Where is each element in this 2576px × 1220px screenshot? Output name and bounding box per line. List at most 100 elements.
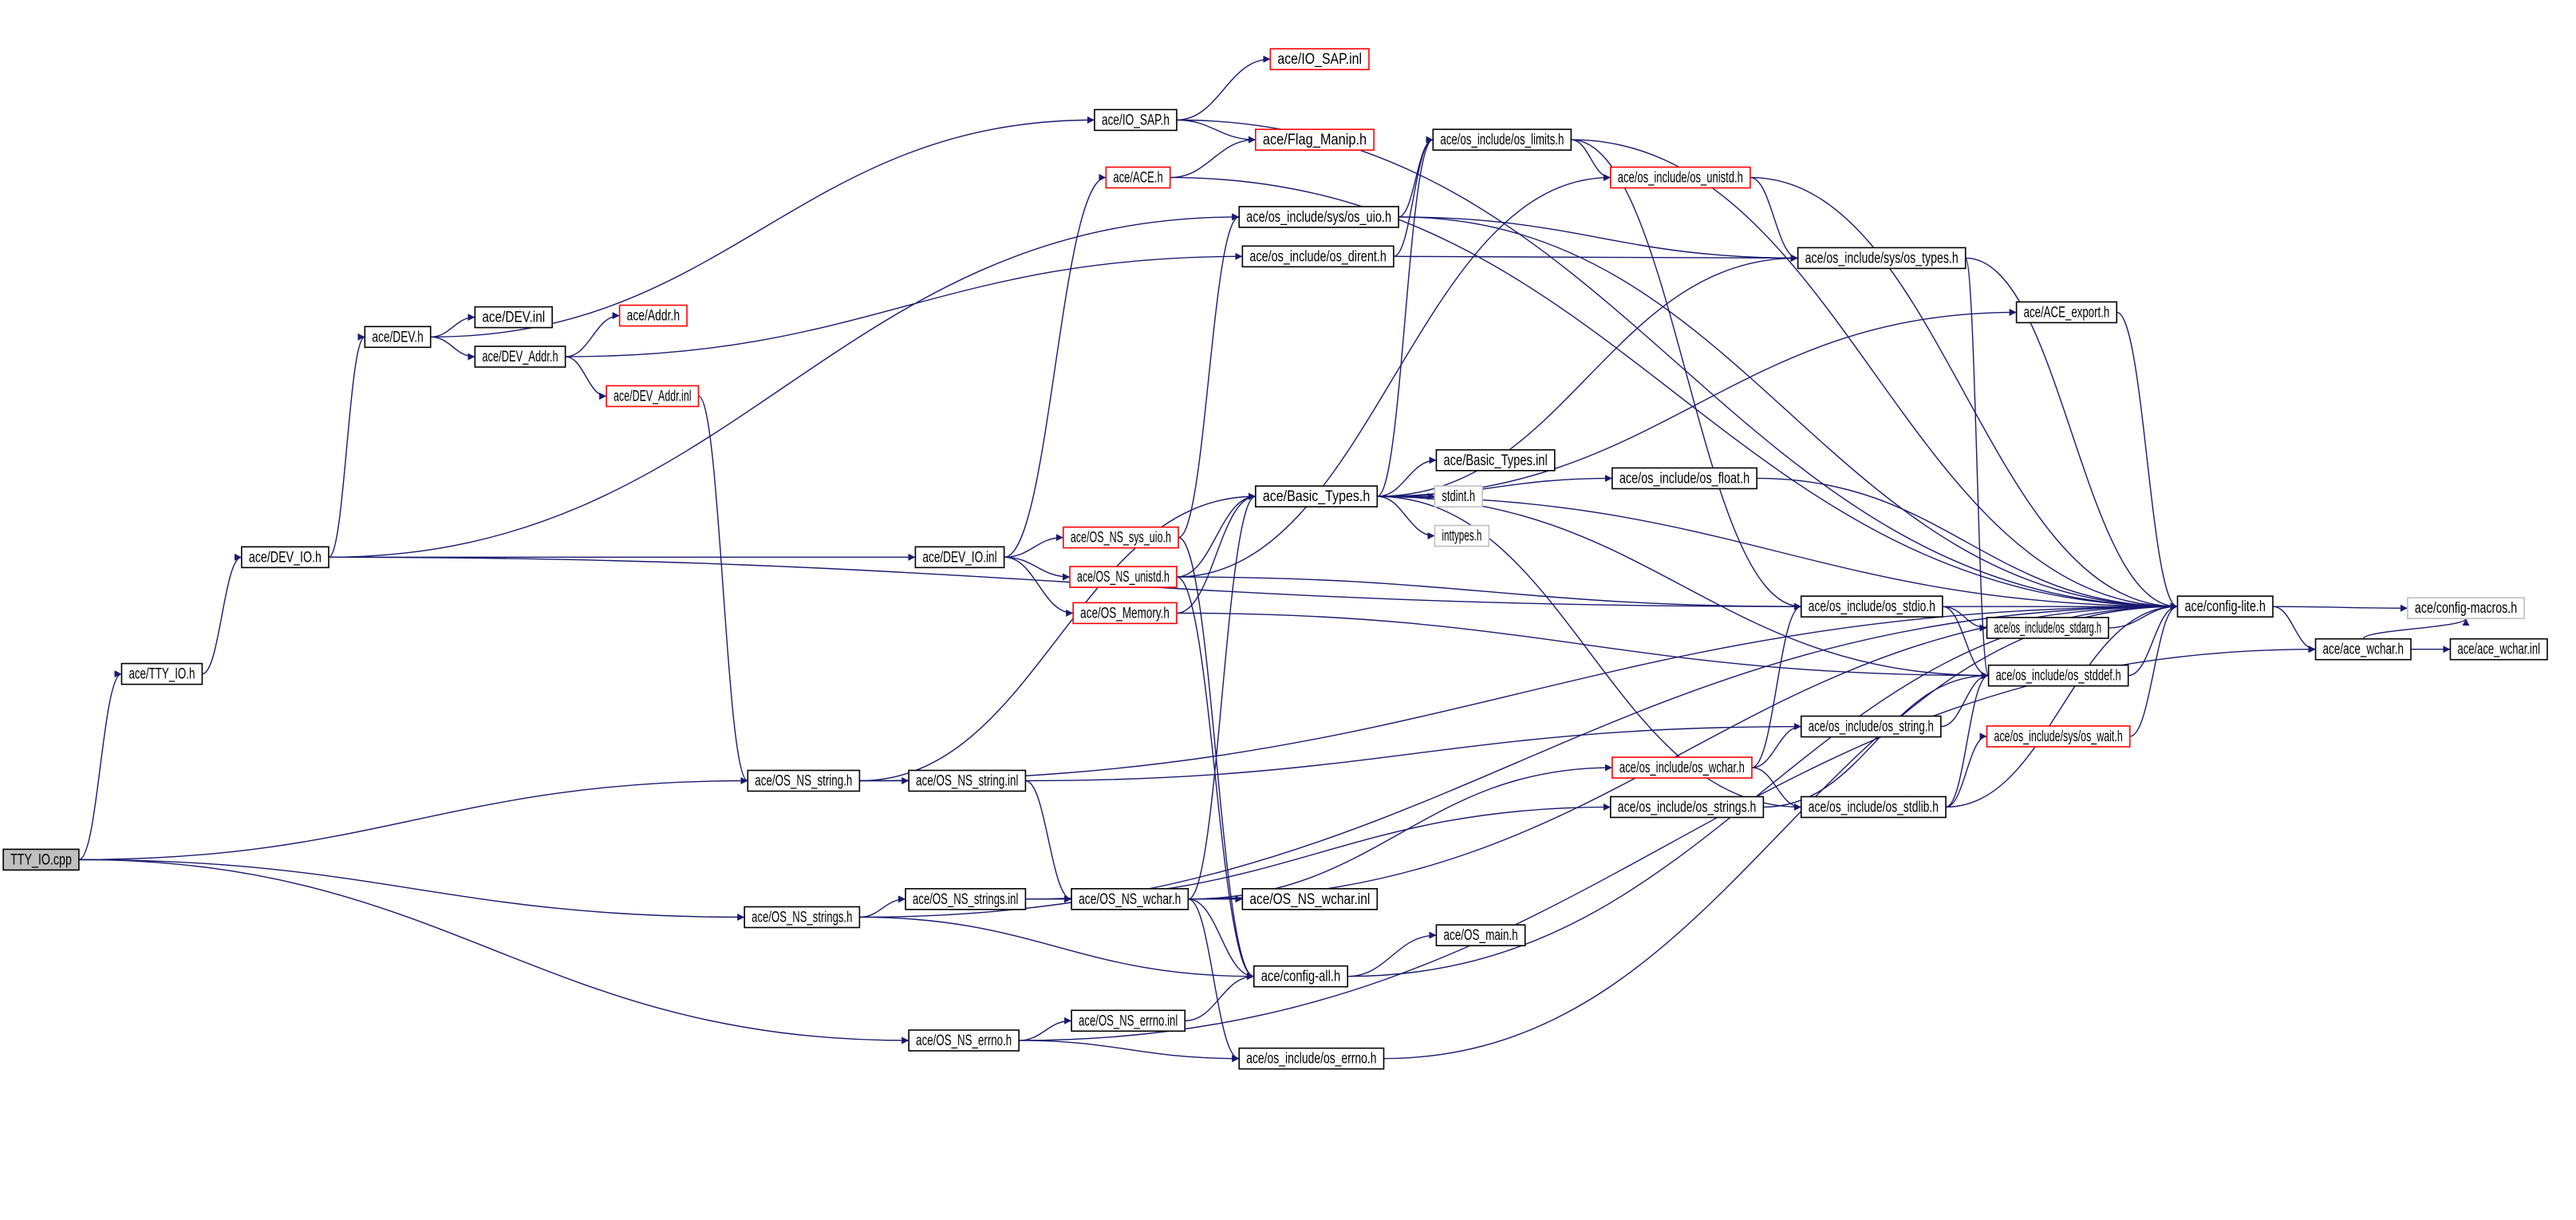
- include-edge: [1176, 612, 1989, 680]
- include-edge: [1965, 257, 2178, 610]
- include-edge: [1025, 780, 1072, 903]
- include-edge: [1176, 119, 1256, 144]
- node-box: [1610, 166, 1751, 189]
- graph-node-ace-dev-io-inl[interactable]: ace/DEV_IO.inl: [914, 546, 1005, 569]
- node-label: ace/Flag_Manip.h: [1263, 132, 1367, 148]
- graph-node-ace-config-macros-h[interactable]: ace/config-macros.h: [2407, 597, 2525, 620]
- node-box: [1241, 888, 1379, 910]
- graph-node-ace-os-include-os-wchar-h[interactable]: ace/os_include/os_wchar.h: [1611, 756, 1753, 779]
- node-label: ace/os_include/os_stddef.h: [1996, 668, 2121, 685]
- include-edge: [1377, 308, 2017, 497]
- include-edge: [1188, 898, 1254, 981]
- graph-node-stdint-h[interactable]: stdint.h: [1434, 485, 1483, 507]
- node-label: ace/IO_SAP.h: [1102, 112, 1170, 128]
- include-edge: [1393, 136, 1434, 258]
- include-edge: [1377, 496, 1801, 811]
- graph-node-ace-os-ns-unistd-h[interactable]: ace/OS_NS_unistd.h: [1069, 566, 1178, 588]
- node-box: [1800, 595, 1943, 618]
- graph-node-ace-os-memory-h[interactable]: ace/OS_Memory.h: [1072, 602, 1178, 625]
- graph-node-ace-os-main-h[interactable]: ace/OS_main.h: [1435, 924, 1526, 946]
- graph-node-ace-os-include-os-string-h[interactable]: ace/os_include/os_string.h: [1800, 715, 1942, 738]
- include-edge: [1751, 602, 1801, 768]
- include-edge: [78, 859, 909, 1044]
- node-label: ace/OS_NS_wchar.h: [1079, 891, 1181, 908]
- graph-node-ace-os-ns-string-h[interactable]: ace/OS_NS_string.h: [747, 769, 861, 792]
- graph-node-ace-os-ns-wchar-h[interactable]: ace/OS_NS_wchar.h: [1071, 888, 1189, 910]
- include-edge: [1178, 213, 1240, 539]
- node-box: [1094, 109, 1178, 132]
- node-box: [1063, 526, 1179, 549]
- graph-node-ace-dev-h[interactable]: ace/DEV.h: [364, 326, 432, 349]
- graph-node-ace-config-lite-h[interactable]: ace/config-lite.h: [2176, 595, 2274, 618]
- graph-node-ace-os-ns-string-inl[interactable]: ace/OS_NS_string.inl: [908, 769, 1027, 792]
- graph-node-ace-dev-addr-h[interactable]: ace/DEV_Addr.h: [474, 345, 566, 368]
- graph-node-ace-os-include-sys-os-wait-h[interactable]: ace/os_include/sys/os_wait.h: [1986, 725, 2131, 748]
- graph-node-ace-flag-manip-h[interactable]: ace/Flag_Manip.h: [1255, 128, 1375, 151]
- graph-node-ace-ace-wchar-inl[interactable]: ace/ace_wchar.inl: [2449, 638, 2548, 661]
- node-box: [1797, 247, 1967, 270]
- node-label: ace/os_include/os_float.h: [1619, 470, 1750, 487]
- graph-node-ace-os-include-sys-os-uio-h[interactable]: ace/os_include/sys/os_uio.h: [1238, 206, 1399, 228]
- graph-node-ace-dev-inl[interactable]: ace/DEV.inl: [474, 306, 553, 329]
- include-edge: [1750, 176, 1798, 262]
- graph-node-ace-os-include-os-dirent-h[interactable]: ace/os_include/os_dirent.h: [1241, 245, 1395, 268]
- node-box: [364, 326, 432, 349]
- graph-node-ace-os-include-os-stdarg-h[interactable]: ace/os_include/os_stdarg.h: [1986, 617, 2109, 639]
- include-edge: [859, 916, 1254, 981]
- graph-node-ace-os-ns-wchar-inl[interactable]: ace/OS_NS_wchar.inl: [1241, 888, 1379, 910]
- graph-node-ace-ace-export-h[interactable]: ace/ACE_export.h: [2015, 301, 2118, 324]
- graph-node-ace-basic-types-inl[interactable]: ace/Basic_Types.inl: [1435, 448, 1556, 472]
- graph-node-ace-os-ns-strings-inl[interactable]: ace/OS_NS_strings.inl: [905, 888, 1027, 910]
- graph-node-ace-os-include-os-stddef-h[interactable]: ace/os_include/os_stddef.h: [1987, 664, 2129, 687]
- graph-node-ace-os-include-sys-os-types-h[interactable]: ace/os_include/sys/os_types.h: [1797, 247, 1967, 270]
- include-edge: [1377, 254, 1798, 497]
- node-label: ace/OS_Memory.h: [1080, 605, 1170, 622]
- graph-node-ace-config-all-h[interactable]: ace/config-all.h: [1252, 965, 1349, 988]
- node-label: ace/ACE_export.h: [2024, 304, 2110, 321]
- graph-node-ace-os-ns-errno-h[interactable]: ace/OS_NS_errno.h: [908, 1029, 1020, 1052]
- graph-node-ace-io-sap-inl[interactable]: ace/IO_SAP.inl: [1269, 48, 1370, 70]
- graph-node-ace-os-include-os-stdio-h[interactable]: ace/os_include/os_stdio.h: [1800, 595, 1943, 618]
- graph-node-ace-os-include-os-limits-h[interactable]: ace/os_include/os_limits.h: [1432, 128, 1572, 151]
- node-box: [2314, 638, 2412, 661]
- graph-node-ace-io-sap-h[interactable]: ace/IO_SAP.h: [1094, 109, 1178, 132]
- graph-node-inttypes-h[interactable]: inttypes.h: [1434, 524, 1490, 547]
- node-label: ace/Basic_Types.inl: [1443, 452, 1547, 469]
- node-label: ace/DEV_IO.inl: [922, 549, 996, 566]
- graph-node-ace-ace-h[interactable]: ace/ACE.h: [1105, 166, 1171, 189]
- node-label: ace/os_include/os_stdlib.h: [1809, 799, 1939, 815]
- graph-node-ace-dev-io-h[interactable]: ace/DEV_IO.h: [241, 546, 329, 569]
- graph-node-ace-os-include-os-unistd-h[interactable]: ace/os_include/os_unistd.h: [1610, 166, 1751, 189]
- include-edge: [1025, 803, 1611, 900]
- graph-node-ace-os-include-os-strings-h[interactable]: ace/os_include/os_strings.h: [1610, 796, 1765, 819]
- graph-node-ace-os-ns-strings-h[interactable]: ace/OS_NS_strings.h: [744, 906, 861, 929]
- node-label: ace/OS_NS_strings.h: [751, 909, 852, 926]
- graph-node-ace-os-ns-sys-uio-h[interactable]: ace/OS_NS_sys_uio.h: [1063, 526, 1179, 549]
- node-box: [2, 848, 80, 871]
- node-box: [1252, 965, 1349, 988]
- graph-node-ace-os-include-os-stdlib-h[interactable]: ace/os_include/os_stdlib.h: [1800, 796, 1947, 819]
- graph-node-ace-addr-h[interactable]: ace/Addr.h: [618, 304, 688, 327]
- graph-node-ace-dev-addr-inl[interactable]: ace/DEV_Addr.inl: [606, 385, 700, 408]
- graph-node-ace-basic-types-h[interactable]: ace/Basic_Types.h: [1255, 485, 1379, 507]
- include-edge: [1398, 216, 1798, 262]
- graph-node-ace-os-ns-errno-inl[interactable]: ace/OS_NS_errno.inl: [1071, 1009, 1186, 1032]
- graph-node-ace-tty-io-h[interactable]: ace/TTY_IO.h: [120, 662, 203, 685]
- include-edge: [1751, 723, 1801, 768]
- include-edge: [565, 252, 1243, 357]
- include-edge: [1757, 477, 2178, 610]
- node-box: [1434, 485, 1483, 507]
- graph-node-ace-os-include-os-errno-h[interactable]: ace/os_include/os_errno.h: [1238, 1047, 1385, 1070]
- node-box: [1238, 206, 1399, 228]
- graph-node-ace-os-include-os-float-h[interactable]: ace/os_include/os_float.h: [1611, 467, 1757, 490]
- node-box: [908, 769, 1027, 792]
- include-edge: [859, 895, 906, 918]
- node-label: ace/OS_NS_unistd.h: [1077, 569, 1170, 586]
- graph-node-ace-ace-wchar-h[interactable]: ace/ace_wchar.h: [2314, 638, 2412, 661]
- graph-node-tty-io-cpp[interactable]: TTY_IO.cpp: [2, 848, 80, 871]
- include-edge: [1377, 496, 2178, 610]
- include-edge: [565, 312, 620, 357]
- node-box: [1072, 602, 1178, 625]
- include-edge: [1347, 931, 1437, 977]
- include-edge: [78, 859, 745, 921]
